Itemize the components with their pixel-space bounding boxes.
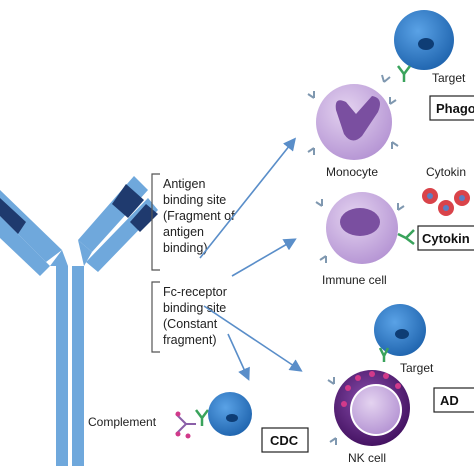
complement-label: Complement	[88, 415, 157, 429]
antibody-small-mid	[397, 229, 415, 245]
adcc-text: AD	[440, 393, 459, 408]
cytokine-label: Cytokin	[426, 165, 466, 179]
complement-dots	[175, 411, 191, 439]
immune-cell-label: Immune cell	[322, 273, 387, 287]
nk-cell	[327, 370, 410, 446]
antigen-site-bracket	[151, 173, 160, 271]
target-cell-top	[394, 10, 454, 70]
fc-site-bracket	[151, 281, 160, 353]
target-cell-cdc	[208, 392, 252, 436]
immune-cell	[315, 192, 405, 264]
fc-site-label: Fc-receptor binding site (Constant fragm…	[163, 285, 227, 347]
adcc-box: AD	[433, 387, 474, 413]
target-label-top: Target	[432, 71, 466, 85]
antigen-line-5: binding)	[163, 241, 207, 255]
antibody-small-cdc	[195, 409, 209, 426]
fc-line-4: fragment)	[163, 333, 217, 347]
antibody-small-top	[397, 65, 411, 82]
arrow-to-cdc	[227, 333, 250, 381]
pathway-arrows	[199, 137, 303, 381]
monocyte-cell	[307, 74, 399, 160]
antigen-line-1: Antigen	[163, 177, 205, 191]
target-label-mid: Target	[400, 361, 434, 375]
cytokine-particles	[422, 188, 470, 216]
fc-line-1: Fc-receptor	[163, 285, 227, 299]
antibody-molecule	[0, 176, 158, 466]
complement-protein	[175, 413, 196, 435]
antigen-line-2: binding site	[163, 193, 226, 207]
nk-cell-label: NK cell	[348, 451, 386, 465]
antibody-small-nk	[378, 347, 390, 362]
cytokine-box-text: Cytokin	[422, 231, 470, 246]
phagocytosis-box: Phago	[429, 95, 474, 121]
cdc-text: CDC	[270, 433, 299, 448]
antigen-line-3: (Fragment of	[163, 209, 235, 223]
monocyte-label: Monocyte	[326, 165, 378, 179]
target-cell-mid	[374, 304, 426, 356]
fc-line-2: binding site	[163, 301, 226, 315]
phagocytosis-text: Phago	[436, 101, 474, 116]
arrow-to-monocyte	[199, 137, 296, 259]
antigen-site-label: Antigen binding site (Fragment of antige…	[163, 177, 235, 255]
cytokine-box: Cytokin	[417, 225, 474, 251]
cdc-box: CDC	[261, 427, 309, 453]
fc-line-3: (Constant	[163, 317, 218, 331]
arrow-to-immune-cell	[231, 238, 297, 277]
arrow-to-nk-cell	[203, 305, 303, 372]
antigen-line-4: antigen	[163, 225, 204, 239]
